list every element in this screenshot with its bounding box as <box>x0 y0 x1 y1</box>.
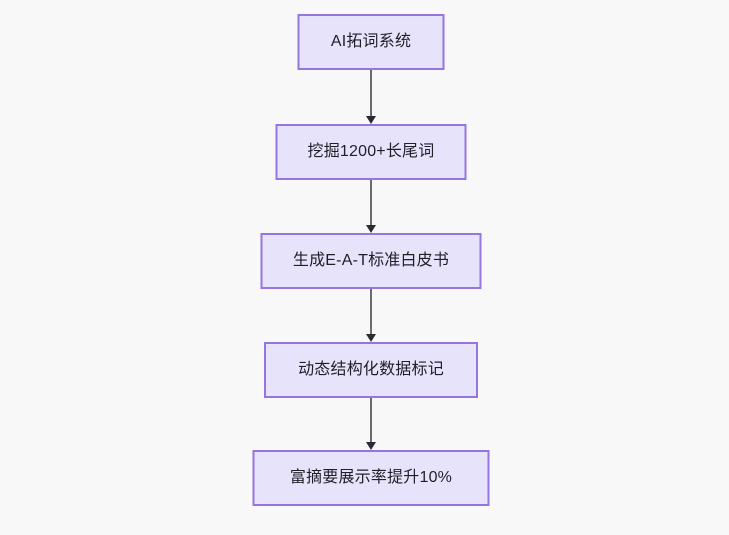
flow-node-n3[interactable]: 生成E-A-T标准白皮书 <box>260 233 482 289</box>
edge-line <box>370 398 372 442</box>
flow-node-n5[interactable]: 富摘要展示率提升10% <box>252 450 490 506</box>
edge-line <box>370 180 372 225</box>
arrowhead-icon <box>366 442 376 450</box>
flow-edge-n3-to-n4 <box>364 289 378 342</box>
edge-line <box>370 70 372 116</box>
arrowhead-icon <box>366 116 376 124</box>
flow-node-label: 挖掘1200+长尾词 <box>307 143 435 160</box>
flow-node-label: 富摘要展示率提升10% <box>289 469 453 486</box>
arrowhead-icon <box>366 225 376 233</box>
flow-node-label: AI拓词系统 <box>330 33 412 50</box>
flow-edge-n2-to-n3 <box>364 180 378 233</box>
flow-edge-n4-to-n5 <box>364 398 378 450</box>
arrowhead-icon <box>366 334 376 342</box>
flow-node-n1[interactable]: AI拓词系统 <box>297 14 445 70</box>
flow-node-n4[interactable]: 动态结构化数据标记 <box>264 342 478 398</box>
flow-node-label: 动态结构化数据标记 <box>298 361 444 378</box>
flow-node-label: 生成E-A-T标准白皮书 <box>292 252 450 269</box>
flow-node-n2[interactable]: 挖掘1200+长尾词 <box>275 124 467 180</box>
edge-line <box>370 289 372 334</box>
flow-edge-n1-to-n2 <box>364 70 378 124</box>
